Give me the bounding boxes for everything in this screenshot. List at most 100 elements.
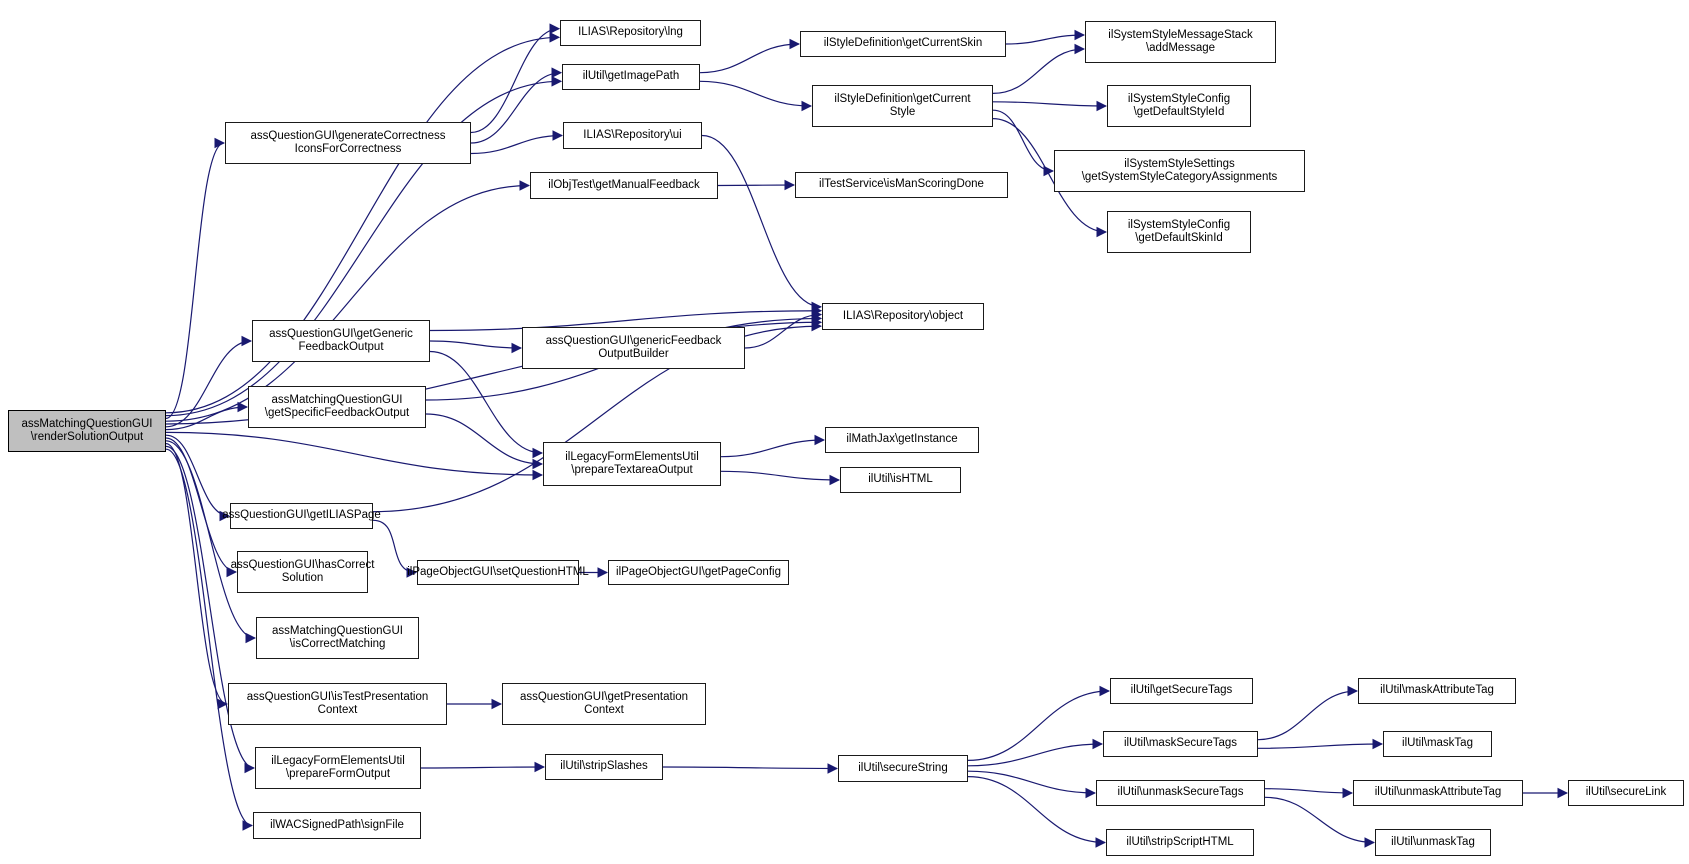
node-object[interactable]: ILIAS\Repository\object <box>822 303 984 330</box>
edge-generateCorrectness-to-lng <box>470 23 561 134</box>
node-secureString[interactable]: ilUtil\secureString <box>838 755 968 782</box>
edge-renderSolutionOutput-to-getILIASPage <box>165 434 231 522</box>
node-label-line: Context <box>317 704 358 716</box>
node-label-line: \prepareFormOutput <box>285 768 391 780</box>
node-maskSecureTags[interactable]: ilUtil\maskSecureTags <box>1103 731 1258 757</box>
node-label-line: ilPageObjectGUI\getPageConfig <box>616 565 781 578</box>
edge-getCurrentStyle-to-categoryAssignments <box>992 109 1055 177</box>
node-label-line: ilPageObjectGUI\setQuestionHTML <box>407 565 589 578</box>
node-label-line: assMatchingQuestionGUI <box>21 417 153 430</box>
node-unmaskAttributeTag[interactable]: ilUtil\unmaskAttributeTag <box>1353 780 1523 806</box>
edge-getImagePath-to-getCurrentStyle <box>699 80 813 112</box>
node-label-line: ilSystemStyleMessageStack <box>1108 28 1253 41</box>
node-label-line: ILIAS\Repository\object <box>842 309 964 322</box>
node-prepareFormOutput[interactable]: ilLegacyFormElementsUtil\prepareFormOutp… <box>255 747 421 789</box>
node-label-line: Solution <box>281 572 324 584</box>
node-label-line: \getSpecificFeedbackOutput <box>264 407 410 419</box>
edge-genericFeedbackOutputBuilder-to-object <box>744 309 823 349</box>
node-label-line: ilUtil\getImagePath <box>582 70 680 83</box>
node-label-line: ilUtil\unmaskTag <box>1391 835 1475 848</box>
edge-getSpecificFeedbackOutput-to-prepareTextareaOutput <box>425 413 544 470</box>
node-label-line: ilStyleDefinition\getCurrentSkin <box>823 37 983 50</box>
node-setQuestionHTML[interactable]: ilPageObjectGUI\setQuestionHTML <box>407 560 589 585</box>
edge-renderSolutionOutput-to-signFile <box>165 448 254 831</box>
node-label-line: ilUtil\maskSecureTags <box>1123 737 1238 750</box>
edge-prepareTextareaOutput-to-getInstance <box>720 434 826 458</box>
node-isCorrectMatching[interactable]: assMatchingQuestionGUI\isCorrectMatching <box>256 617 419 659</box>
node-label-line: ilUtil\isHTML <box>868 473 933 486</box>
edge-getILIASPage-to-setQuestionHTML <box>372 519 418 578</box>
node-getSecureTags[interactable]: ilUtil\getSecureTags <box>1110 678 1253 704</box>
node-categoryAssignments[interactable]: ilSystemStyleSettings\getSystemStyleCate… <box>1054 150 1305 192</box>
node-maskTag[interactable]: ilUtil\maskTag <box>1383 731 1492 757</box>
edge-getCurrentStyle-to-addMessage <box>992 43 1086 94</box>
edge-prepareFormOutput-to-stripSlashes <box>420 761 546 773</box>
edge-getGenericFeedbackOutput-to-object <box>429 305 823 332</box>
edge-unmaskSecureTags-to-unmaskAttributeTag <box>1264 787 1354 799</box>
node-getSpecificFeedbackOutput[interactable]: assMatchingQuestionGUI\getSpecificFeedba… <box>248 386 426 428</box>
node-label-line: \isCorrectMatching <box>289 638 386 650</box>
node-getILIASPage[interactable]: assQuestionGUI\getILIASPage <box>222 503 381 529</box>
node-label-line: assQuestionGUI\getPresentation <box>519 690 689 703</box>
edge-renderSolutionOutput-to-lng <box>165 31 561 414</box>
node-getInstance[interactable]: ilMathJax\getInstance <box>825 427 979 453</box>
edge-renderSolutionOutput-to-isTestPresentationContext <box>165 443 229 710</box>
node-label-line: ilSystemStyleConfig <box>1127 92 1231 105</box>
node-label-line: \addMessage <box>1145 42 1216 54</box>
node-label-line: \renderSolutionOutput <box>30 431 144 443</box>
node-label-line: ilObjTest\getManualFeedback <box>548 178 700 191</box>
edge-getManualFeedback-to-isManScoringDone <box>717 179 796 191</box>
edge-ui-to-object <box>701 134 823 313</box>
edge-getCurrentStyle-to-getDefaultSkinId <box>992 118 1108 238</box>
node-unmaskSecureTags[interactable]: ilUtil\unmaskSecureTags <box>1096 780 1265 806</box>
edge-renderSolutionOutput-to-getGenericFeedbackOutput <box>165 335 253 428</box>
node-label-line: ilLegacyFormElementsUtil <box>565 450 699 463</box>
node-isHTML[interactable]: ilUtil\isHTML <box>840 467 961 493</box>
node-label-line: ilUtil\unmaskAttributeTag <box>1374 786 1502 799</box>
node-stripSlashes[interactable]: ilUtil\stripSlashes <box>545 754 663 780</box>
node-stripScriptHTML[interactable]: ilUtil\stripScriptHTML <box>1106 829 1254 856</box>
node-getPageConfig[interactable]: ilPageObjectGUI\getPageConfig <box>608 560 789 585</box>
node-getCurrentSkin[interactable]: ilStyleDefinition\getCurrentSkin <box>800 31 1006 57</box>
node-getDefaultStyleId[interactable]: ilSystemStyleConfig\getDefaultStyleId <box>1107 85 1251 127</box>
node-label-line: ilMathJax\getInstance <box>846 433 958 446</box>
edge-renderSolutionOutput-to-getImagePath <box>165 75 563 417</box>
edge-maskSecureTags-to-maskAttributeTag <box>1257 685 1359 741</box>
edge-getGenericFeedbackOutput-to-prepareTextareaOutput <box>429 350 544 459</box>
node-label-line: ilUtil\stripSlashes <box>560 760 648 773</box>
edge-renderSolutionOutput-to-prepareTextareaOutput <box>165 431 544 481</box>
node-addMessage[interactable]: ilSystemStyleMessageStack\addMessage <box>1085 21 1276 63</box>
node-label-line: assQuestionGUI\genericFeedback <box>545 334 722 347</box>
node-label-line: IconsForCorrectness <box>294 143 402 155</box>
node-label-line: \getSystemStyleCategoryAssignments <box>1081 171 1278 183</box>
edge-maskSecureTags-to-maskTag <box>1257 738 1384 750</box>
node-getImagePath[interactable]: ilUtil\getImagePath <box>562 64 700 90</box>
node-getManualFeedback[interactable]: ilObjTest\getManualFeedback <box>530 172 718 199</box>
edge-renderSolutionOutput-to-getSpecificFeedbackOutput <box>165 401 249 431</box>
node-label-line: ilUtil\stripScriptHTML <box>1126 835 1234 848</box>
node-ui[interactable]: ILIAS\Repository\ui <box>563 122 702 149</box>
node-isManScoringDone[interactable]: ilTestService\isManScoringDone <box>795 172 1008 198</box>
node-secureLink[interactable]: ilUtil\secureLink <box>1568 780 1684 806</box>
node-renderSolutionOutput[interactable]: assMatchingQuestionGUI\renderSolutionOut… <box>8 410 166 452</box>
edge-generateCorrectness-to-ui <box>470 130 564 155</box>
node-label-line: assMatchingQuestionGUI <box>271 624 404 637</box>
edge-renderSolutionOutput-to-isCorrectMatching <box>165 440 257 644</box>
node-prepareTextareaOutput[interactable]: ilLegacyFormElementsUtil\prepareTextarea… <box>543 442 721 486</box>
edge-secureString-to-maskSecureTags <box>967 738 1104 767</box>
node-lng[interactable]: ILIAS\Repository\lng <box>560 20 701 46</box>
node-unmaskTag[interactable]: ilUtil\unmaskTag <box>1375 829 1491 856</box>
node-label-line: Style <box>889 106 916 118</box>
node-getDefaultSkinId[interactable]: ilSystemStyleConfig\getDefaultSkinId <box>1107 211 1251 253</box>
node-signFile[interactable]: ilWACSignedPath\signFile <box>253 812 421 839</box>
node-label-line: ilUtil\secureLink <box>1585 786 1667 799</box>
node-maskAttributeTag[interactable]: ilUtil\maskAttributeTag <box>1358 678 1516 704</box>
